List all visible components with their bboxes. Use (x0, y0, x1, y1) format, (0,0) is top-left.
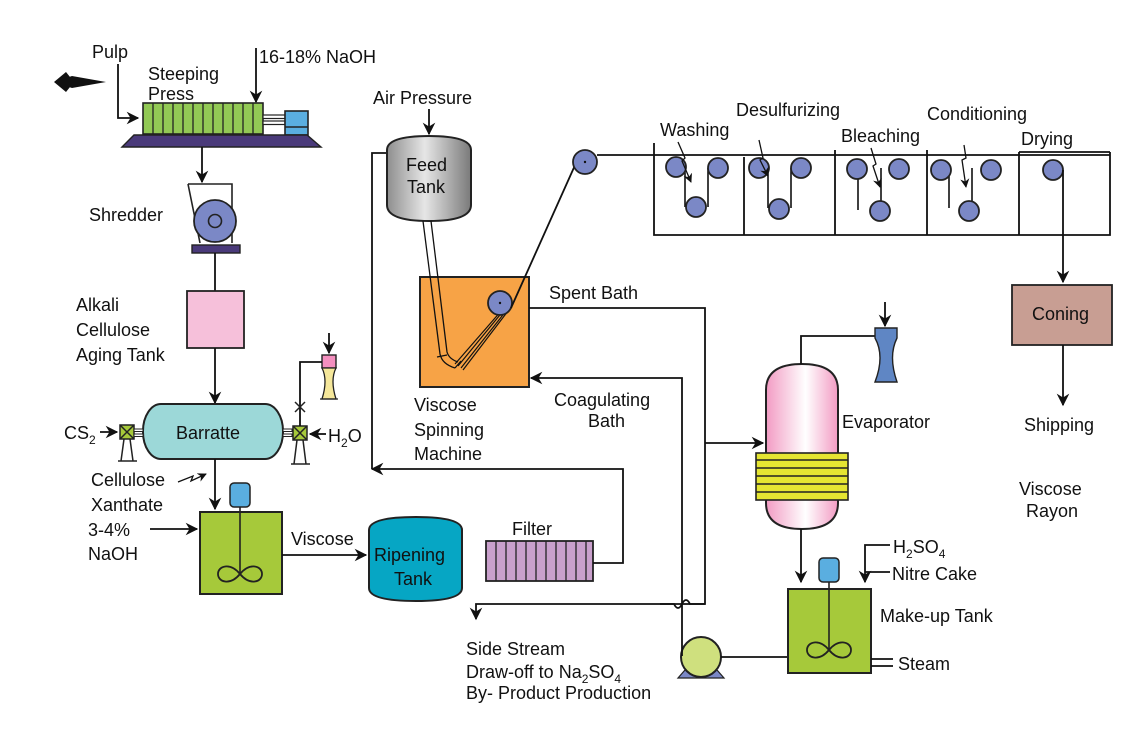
conditioning-pointer-icon (960, 144, 970, 188)
alkali-cellulose-aging-tank (186, 290, 245, 349)
side-stream-label-1: Side Stream (466, 639, 565, 659)
filter-return-line (370, 462, 624, 564)
xanthate-label-2: Xanthate (91, 495, 163, 515)
barratte-label: Barratte (176, 423, 240, 443)
alkali-label: Alkali (76, 295, 119, 315)
cs2-label: CS2 (64, 423, 96, 447)
ripening-label-1: Ripening (374, 545, 445, 565)
feed-tank-label-2: Tank (407, 177, 446, 197)
shredder-label: Shredder (89, 205, 163, 225)
feed-tank-supply-line (371, 152, 388, 469)
desulfurizing-label: Desulfurizing (736, 100, 840, 120)
agitator-icon (217, 565, 263, 583)
h2so4-label: H2SO4 (893, 537, 946, 561)
spinning-label-3: Machine (414, 444, 482, 464)
spent-bath-label: Spent Bath (549, 283, 638, 303)
makeup-agitator-icon (806, 641, 852, 659)
aging-tank-label: Aging Tank (76, 345, 166, 365)
filter-label: Filter (512, 519, 552, 539)
evaporator-vapor-line (800, 335, 875, 364)
drying-label: Drying (1021, 129, 1073, 149)
small-ejector-icon (320, 354, 338, 400)
side-stream-line (469, 599, 705, 621)
feed-input-arrow-icon (54, 72, 106, 92)
feed-tank (386, 134, 472, 223)
closed-valve-x-icon (294, 401, 306, 413)
makeup-motor-icon (818, 557, 840, 583)
filter (485, 540, 594, 582)
recirculation-pump-icon (676, 636, 726, 679)
xanthate-mixer-tank (199, 482, 283, 595)
evaporator (755, 362, 849, 531)
steam-ejector-icon (873, 327, 898, 383)
ripening-label-2: Tank (394, 569, 433, 589)
coning-label: Coning (1032, 304, 1089, 324)
h2so4-feed-line (858, 544, 890, 584)
washing-label: Washing (660, 120, 729, 140)
makeup-tank (787, 557, 872, 674)
bleaching-pointer-icon (870, 147, 882, 188)
washing-train (653, 143, 1111, 236)
press-motor-icon (284, 110, 309, 136)
ejector-to-valve-line (299, 361, 322, 426)
shipping-label: Shipping (1024, 415, 1094, 435)
coagulating-label-2: Bath (588, 411, 625, 431)
desulfurizing-pointer-icon (758, 139, 769, 177)
evaporator-label: Evaporator (842, 412, 930, 432)
product-label-1: Viscose (1019, 479, 1082, 499)
spinneret-pipe (423, 221, 462, 369)
xanthate-label-1: Cellulose (91, 470, 165, 490)
naoh-3-4-label-1: 3-4% (88, 520, 130, 540)
fiber-loops (684, 168, 973, 210)
ripening-tank (368, 515, 463, 603)
conditioning-label: Conditioning (927, 104, 1027, 124)
washing-pointer-icon (677, 141, 692, 183)
mixer-motor-icon (229, 482, 251, 508)
press-label: Press (148, 84, 194, 104)
pulp-label: Pulp (92, 42, 128, 62)
steeping-press (120, 102, 323, 148)
feed-tank-label-1: Feed (406, 155, 447, 175)
press-base (120, 134, 323, 148)
spinning-label-1: Viscose (414, 395, 477, 415)
h2o-label: H2O (328, 426, 362, 450)
fiber-up-line (510, 162, 577, 309)
coagulating-bath-line (529, 371, 683, 610)
naoh-3-4-label-2: NaOH (88, 544, 138, 564)
naoh-16-18-label: 16-18% NaOH (259, 47, 376, 67)
cs2-valve-icon (118, 424, 144, 462)
steeping-label: Steeping (148, 64, 219, 84)
pulp-feed-line (117, 64, 140, 125)
steam-label: Steam (898, 654, 950, 674)
side-stream-label-2: Draw-off to Na2SO4 (466, 662, 621, 686)
spinning-bath (419, 276, 530, 388)
bleaching-label: Bleaching (841, 126, 920, 146)
air-pressure-label: Air Pressure (373, 88, 472, 108)
product-label-2: Rayon (1026, 501, 1078, 521)
washing-rollers (665, 156, 1064, 222)
viscose-label: Viscose (291, 529, 354, 549)
coning-box (1011, 284, 1113, 346)
nitre-cake-label: Nitre Cake (892, 564, 977, 584)
fiber-bundle (454, 309, 509, 371)
makeup-tank-label: Make-up Tank (880, 606, 994, 626)
h2o-valve-icon (282, 425, 310, 465)
spinning-label-2: Spinning (414, 420, 484, 440)
xanthate-pointer-icon (177, 473, 207, 483)
coagulating-label-1: Coagulating (554, 390, 650, 410)
shredder (187, 183, 241, 254)
cellulose-label: Cellulose (76, 320, 150, 340)
side-stream-label-3: By- Product Production (466, 683, 651, 703)
